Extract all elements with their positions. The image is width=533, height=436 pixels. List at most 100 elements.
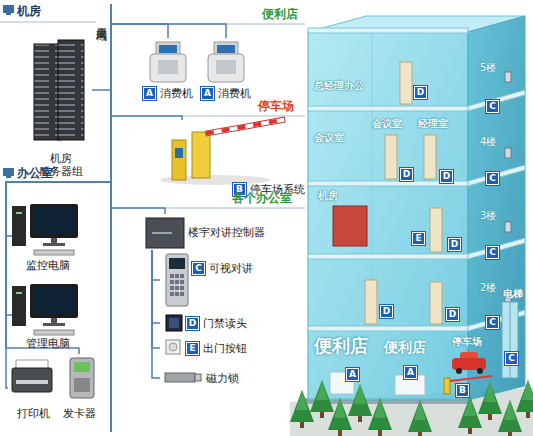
device-caption: 监控电脑 <box>26 259 70 272</box>
network-cable <box>152 250 160 323</box>
heading-icon <box>3 5 14 178</box>
video-intercom <box>166 254 188 306</box>
card-issuer: 发卡器 <box>62 354 96 420</box>
consumption-machine: A 消费机 <box>198 38 254 100</box>
video-intercom <box>175 274 179 278</box>
device-caption: 可视对讲 <box>209 262 253 275</box>
management-computer <box>12 284 78 335</box>
management-computer <box>34 330 74 335</box>
room-label: 停车场 <box>452 336 482 347</box>
room-label: 电梯 <box>503 288 523 299</box>
card-issuer <box>74 362 90 372</box>
video-intercom <box>170 286 174 290</box>
monitor-computer <box>16 212 22 214</box>
network-cable <box>112 208 165 214</box>
intercom-controller <box>152 232 172 234</box>
network-cable <box>6 182 112 354</box>
callout-letter: B <box>456 384 469 397</box>
floor-slab <box>308 254 468 259</box>
floor-label: 2楼 <box>480 282 496 293</box>
consumption-machine <box>208 42 244 82</box>
server-group: 机房 服务器组 <box>30 36 92 178</box>
consumption-machine <box>150 42 186 82</box>
monitor-computer <box>43 243 65 246</box>
intercom-controller <box>146 218 184 248</box>
callout-letter: D <box>448 238 461 251</box>
consumption-machine <box>158 60 178 74</box>
exit-button: E出门按钮 <box>160 338 270 358</box>
device-letter: A <box>201 87 214 100</box>
network-cable <box>152 250 160 280</box>
tree <box>348 384 372 422</box>
video-intercom <box>170 280 174 284</box>
consumption-machine <box>150 54 186 82</box>
management-computer <box>12 286 26 326</box>
video-intercom <box>180 280 184 284</box>
server-rack <box>34 44 60 140</box>
room-label: 总经理办公 <box>314 80 364 91</box>
parked-car <box>444 378 450 394</box>
partition <box>372 32 445 326</box>
floor-label: 5楼 <box>480 62 496 73</box>
elevator-door <box>502 302 518 378</box>
parking-gate <box>175 148 183 158</box>
tree <box>290 390 314 428</box>
tree <box>310 380 334 418</box>
parking-gate <box>206 120 285 134</box>
section-heading: 各个办公室 <box>232 192 292 205</box>
consumption-machine <box>216 60 236 74</box>
callout-letter: A <box>346 368 359 381</box>
device-letter: E <box>186 342 199 355</box>
heading-rule <box>112 116 305 117</box>
parking-gate <box>160 117 285 185</box>
management-computer <box>51 318 57 323</box>
device-caption: 门禁读头 <box>203 317 247 330</box>
parking-gate <box>192 132 210 178</box>
tree <box>458 396 482 434</box>
heading-rule <box>0 22 96 23</box>
magnetic-lock <box>165 373 201 382</box>
video-intercom <box>180 274 184 278</box>
printer: 打印机 <box>8 356 58 420</box>
video-intercom <box>170 292 174 296</box>
building-glass <box>308 32 468 400</box>
heading-icon <box>3 168 14 176</box>
heading-icon <box>3 5 14 13</box>
device-letter: D <box>186 317 199 330</box>
callout-letter: C <box>486 100 499 113</box>
network-cable <box>152 250 160 378</box>
card-reader: D 门禁读头 <box>160 313 270 333</box>
elevator-door <box>502 302 518 378</box>
intercom-unit <box>505 222 511 232</box>
video-intercom <box>175 280 179 284</box>
door <box>424 135 436 179</box>
video-intercom <box>169 258 185 269</box>
room-label: 便利店 <box>384 340 426 355</box>
exit-button <box>166 340 180 354</box>
parking-gate <box>205 117 285 136</box>
network-cable <box>152 250 160 348</box>
device-caption: 消费机 <box>218 87 251 100</box>
door <box>430 208 442 252</box>
parking-gate <box>172 140 186 180</box>
section-heading: 办公室 <box>17 167 53 180</box>
floor-slab <box>308 28 525 331</box>
network-cable <box>112 24 226 38</box>
floor-slab <box>308 106 468 111</box>
floor-slab <box>468 165 525 186</box>
heading-rule <box>0 22 305 208</box>
monitor-computer <box>33 207 75 234</box>
intercom-controller: 楼宇对讲控制器 <box>140 214 278 250</box>
heading-rule <box>112 24 305 25</box>
card-reader <box>166 315 182 331</box>
video-intercom <box>180 286 184 290</box>
management-computer <box>33 287 75 314</box>
consumption-machine <box>217 45 235 53</box>
monitor-computer <box>30 204 78 238</box>
magnetic-lock <box>195 374 201 381</box>
printer <box>12 360 52 392</box>
card-issuer <box>70 358 94 398</box>
video-intercom <box>170 274 184 296</box>
exit-button <box>169 343 177 351</box>
monitor-computer: 监控电脑 <box>12 200 84 272</box>
